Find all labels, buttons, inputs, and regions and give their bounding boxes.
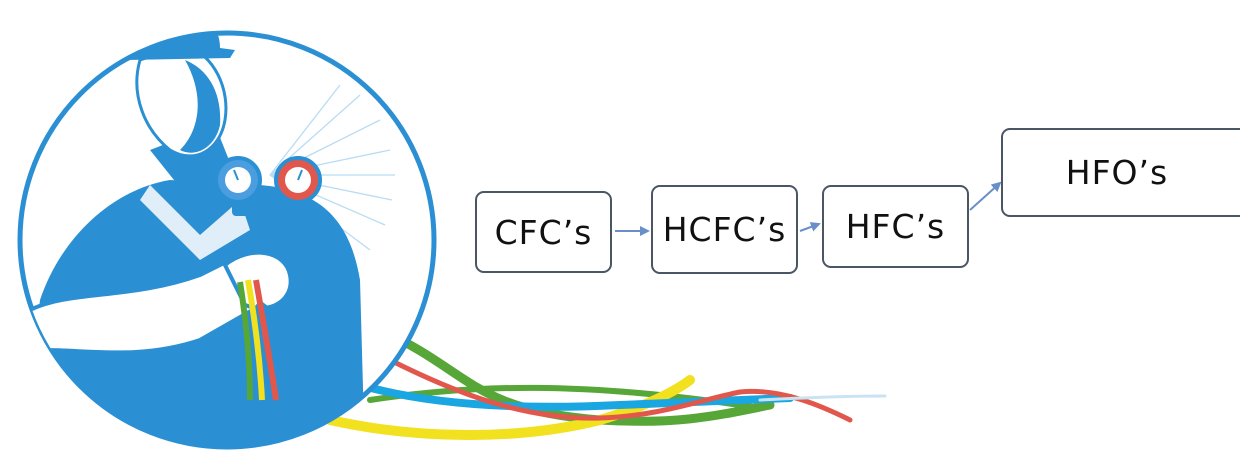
shirt-collar: [140, 185, 250, 260]
step-hfo-box: HFO’s: [1001, 128, 1240, 217]
step-cfc-box: CFC’s: [475, 191, 612, 273]
step-hfc-box: HFC’s: [822, 185, 969, 268]
hose-cyan: [356, 381, 794, 411]
hvac-technician-illustration: [17, 30, 437, 450]
refrigerant-hoses: [325, 325, 887, 440]
manifold-gauge-icon: [214, 156, 322, 216]
hose-yellow: [325, 375, 695, 440]
step-hcfc-label: HCFC’s: [662, 210, 787, 249]
step-hcfc-box: HCFC’s: [651, 185, 798, 274]
hose-light: [758, 394, 887, 402]
arrow-hfc-to-hfo: [969, 181, 1002, 211]
step-hfo-label: HFO’s: [1065, 153, 1169, 192]
arrow-hcfc-to-hfc: [799, 222, 821, 232]
hose-bundle: [237, 279, 279, 401]
hose-red: [387, 357, 853, 423]
flow-arrows: [615, 181, 1002, 236]
technician-face-shade: [180, 60, 221, 153]
step-hfc-label: HFC’s: [845, 207, 946, 246]
step-cfc-label: CFC’s: [494, 212, 593, 252]
